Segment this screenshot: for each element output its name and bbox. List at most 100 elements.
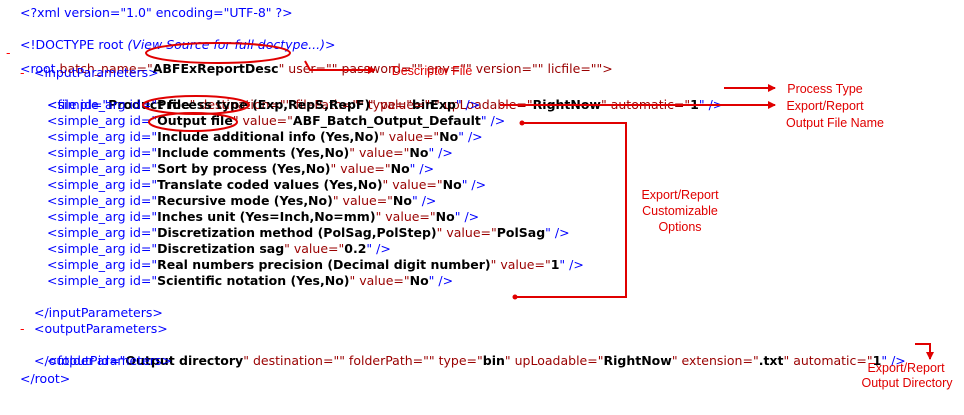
folder-upload: RightNow	[603, 353, 672, 368]
simple-arg-line: <simple_arg id="Include comments (Yes,No…	[47, 145, 453, 161]
simple-arg-line: <simple_arg id="Process type (Exp,RepS,R…	[47, 97, 480, 113]
simple-arg-tag: <simple_arg id="	[47, 113, 158, 128]
file-attr-upload: " upLoadable="	[434, 97, 533, 112]
doctype-prefix: <!DOCTYPE root	[20, 37, 128, 52]
output-directory-arrow	[915, 343, 934, 360]
simple-arg-value: No	[409, 145, 429, 160]
simple-arg-tag-end: " />	[461, 177, 487, 192]
bracket-start-dot	[519, 120, 525, 126]
annotation-output-file-name: Output File Name	[786, 116, 884, 130]
simple-arg-tag-end: " />	[411, 193, 437, 208]
simple-arg-id: Inches unit (Yes=Inch,No=mm)	[157, 209, 376, 224]
simple-arg-value-attr: " value="	[382, 177, 443, 192]
simple-arg-tag: <simple_arg id="	[47, 97, 158, 112]
simple-arg-value: PolSag	[496, 225, 546, 240]
simple-arg-id: Translate coded values (Yes,No)	[157, 177, 383, 192]
simple-arg-value-attr: " value="	[375, 209, 436, 224]
simple-arg-tag: <simple_arg id="	[47, 145, 158, 160]
annotation-output-directory: Output Directory	[861, 376, 953, 390]
simple-arg-value-attr: " value="	[284, 241, 345, 256]
output-folder-line: <folder id="Output directory" destinatio…	[47, 337, 906, 368]
folder-attr-upload: " upLoadable="	[504, 353, 604, 368]
simple-arg-tag: <simple_arg id="	[47, 257, 158, 272]
simple-arg-tag-end: " />	[428, 273, 454, 288]
file-type: bin	[411, 97, 435, 112]
simple-arg-line: <simple_arg id="Recursive mode (Yes,No)"…	[47, 193, 436, 209]
simple-arg-id: Scientific notation (Yes,No)	[157, 273, 350, 288]
simple-arg-tag-end: " />	[366, 241, 391, 256]
simple-arg-line: <simple_arg id="Discretization method (P…	[47, 225, 570, 241]
simple-arg-tag-end: " />	[559, 257, 584, 272]
simple-arg-value-attr: " value="	[379, 129, 440, 144]
folder-attr-extension: " extension="	[671, 353, 759, 368]
simple-arg-value: No	[442, 177, 462, 192]
annotation-customizable-2: Customizable	[642, 204, 718, 218]
simple-arg-value-attr: " value="	[490, 257, 551, 272]
input-parameters-close: </inputParameters>	[34, 305, 163, 320]
annotation-descriptor-file: Descriptor File	[391, 64, 473, 78]
annotation-process-type: Process Type	[787, 82, 863, 96]
simple-arg-line: <simple_arg id="Translate coded values (…	[47, 177, 486, 193]
input-parameters-open: <inputParameters>	[34, 65, 159, 80]
simple-arg-line: <simple_arg id="Inches unit (Yes=Inch,No…	[47, 209, 479, 225]
simple-arg-tag-end: " />	[454, 209, 480, 224]
folder-tag: <folder id="	[47, 353, 126, 368]
simple-arg-tag-end: " />	[458, 129, 483, 144]
simple-arg-value-attr: " value="	[349, 273, 410, 288]
simple-arg-value: Exp	[430, 97, 456, 112]
simple-arg-tag: <simple_arg id="	[47, 241, 158, 256]
file-tag: <file id="	[47, 97, 109, 112]
simple-arg-id: Output file	[157, 113, 233, 128]
product-file-line: <file id="Product file" destination="" f…	[47, 81, 723, 112]
folder-id: Output directory	[125, 353, 244, 368]
annotation-export-report-dir: Export/Report	[867, 361, 945, 375]
root-attr-batch-name: batch_name="	[59, 61, 153, 76]
output-parameters-open: <outputParameters>	[34, 321, 168, 336]
simple-arg-line: <simple_arg id="Output file" value="ABF_…	[47, 113, 505, 129]
simple-arg-tag: <simple_arg id="	[47, 193, 158, 208]
output-parameters-close: </outputParameters>	[34, 353, 172, 368]
simple-arg-id: Include comments (Yes,No)	[157, 145, 350, 160]
file-automatic: 1	[690, 97, 699, 112]
doctype-line: <!DOCTYPE root (View Source for full doc…	[20, 21, 335, 52]
bracket-end-dot	[512, 294, 518, 300]
simple-arg-tag-end: " />	[409, 161, 435, 176]
simple-arg-tag: <simple_arg id="	[47, 161, 158, 176]
simple-arg-value: No	[435, 209, 455, 224]
annotation-customizable-3: Options	[658, 220, 702, 234]
simple-arg-tag: <simple_arg id="	[47, 209, 158, 224]
annotation-customizable-1: Export/Report	[641, 188, 719, 202]
folder-tag-end: " />	[881, 353, 906, 368]
root-close-tag: </root>	[20, 371, 71, 386]
simple-arg-line: <simple_arg id="Include additional info …	[47, 129, 483, 145]
batch-name-value: ABFExReportDesc	[152, 61, 279, 76]
simple-arg-id: Sort by process (Yes,No)	[157, 161, 331, 176]
simple-arg-id: Process type (Exp,RepS,RepF)	[157, 97, 371, 112]
collapse-root-toggle[interactable]: -	[6, 45, 11, 60]
simple-arg-tag: <simple_arg id="	[47, 177, 158, 192]
simple-arg-id: Recursive mode (Yes,No)	[157, 193, 333, 208]
file-upload: RightNow	[532, 97, 601, 112]
simple-arg-id: Include additional info (Yes,No)	[157, 129, 380, 144]
file-tag-end: " />	[698, 97, 724, 112]
simple-arg-value-attr: " value="	[332, 193, 393, 208]
collapse-output-toggle[interactable]: -	[20, 321, 25, 336]
simple-arg-line: <simple_arg id="Scientific notation (Yes…	[47, 273, 453, 289]
root-tag: <root	[20, 61, 60, 76]
simple-arg-value-attr: " value="	[436, 225, 497, 240]
simple-arg-tag-end: " />	[545, 225, 570, 240]
simple-arg-value: 0.2	[344, 241, 367, 256]
simple-arg-value: No	[439, 129, 459, 144]
doctype-suffix: >	[324, 37, 336, 52]
simple-arg-id: Discretization sag	[157, 241, 285, 256]
simple-arg-id: Real numbers precision (Decimal digit nu…	[157, 257, 491, 272]
folder-extension: .txt	[758, 353, 784, 368]
simple-arg-value: ABF_Batch_Output_Default	[292, 113, 481, 128]
simple-arg-line: <simple_arg id="Sort by process (Yes,No)…	[47, 161, 434, 177]
simple-arg-tag-end: " />	[428, 145, 453, 160]
collapse-input-toggle[interactable]: -	[20, 65, 25, 80]
simple-arg-value: No	[392, 193, 412, 208]
simple-arg-line: <simple_arg id="Discretization sag" valu…	[47, 241, 391, 257]
simple-arg-tag: <simple_arg id="	[47, 273, 158, 288]
annotation-export-report-filename-1: Export/Report	[786, 99, 864, 113]
